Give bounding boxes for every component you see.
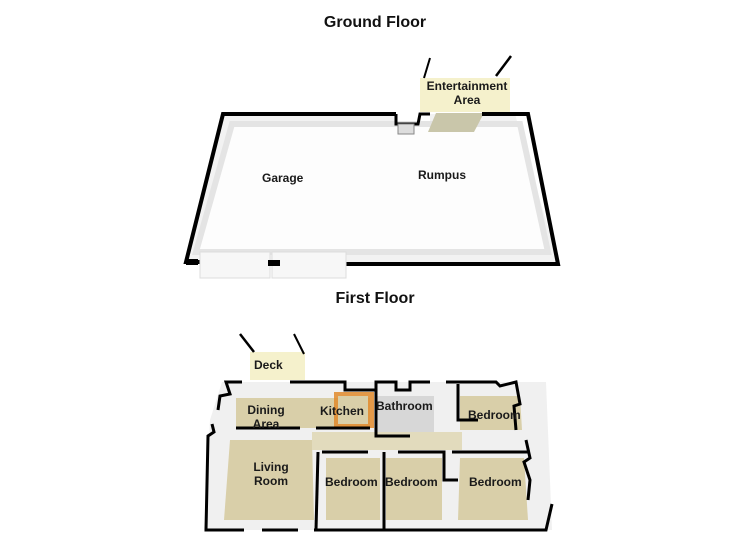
room-label-bedroom-se: Bedroom <box>469 475 522 489</box>
room-label-kitchen: Kitchen <box>320 404 365 418</box>
room-label-bedroom-ne: Bedroom <box>468 408 521 422</box>
dining-line2: Area <box>252 417 280 431</box>
room-label-garage: Garage <box>262 171 304 185</box>
ground-floor-plan <box>183 55 561 279</box>
room-label-bedroom-1: Bedroom <box>325 475 378 489</box>
room-label-rumpus: Rumpus <box>418 168 466 182</box>
room-label-living-room: Living Room <box>246 460 296 488</box>
living-line1: Living <box>253 460 289 474</box>
first-floor-title: First Floor <box>335 290 415 307</box>
entertainment-deck <box>420 78 510 112</box>
room-label-entertainment-area: Entertainment Area <box>422 79 512 107</box>
first-floor-plan <box>204 333 554 532</box>
room-label-bathroom: Bathroom <box>376 399 433 413</box>
entertainment-line1: Entertainment <box>426 79 508 93</box>
living-line2: Room <box>254 474 288 488</box>
room-label-dining-area: Dining Area <box>244 403 288 431</box>
entertainment-line2: Area <box>453 93 481 107</box>
room-label-deck: Deck <box>254 358 283 372</box>
dining-line1: Dining <box>247 403 285 417</box>
room-label-bedroom-2: Bedroom <box>385 475 438 489</box>
ground-floor-title: Ground Floor <box>323 14 427 31</box>
